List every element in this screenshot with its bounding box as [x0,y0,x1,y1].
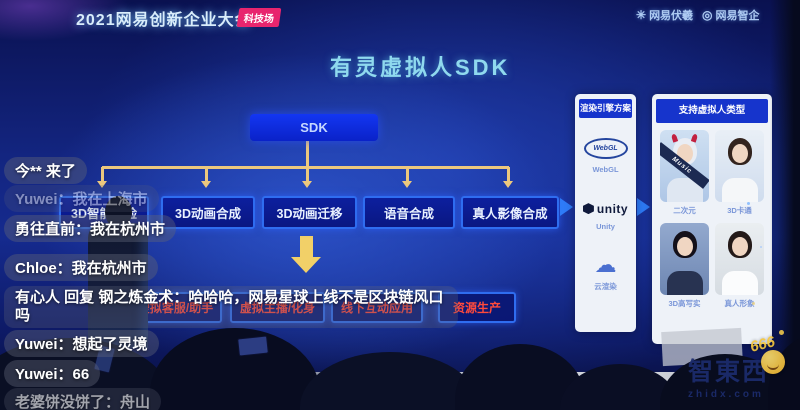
fuxi-logo-text: 网易伏羲 [649,10,694,22]
avatar-grid: Music 二次元 3D卡通 3D高写实 [652,123,772,309]
avatar-item-real-person: 真人形象 [715,222,764,309]
horn-accent-icon [670,133,679,143]
render-item-unity: unity Unity [575,202,636,231]
conference-title: 2021网易创新企业大会 [76,12,252,29]
avatar-item-anime: Music 二次元 [660,129,709,216]
presenter-body [88,223,148,348]
presenter-head [105,196,132,228]
slide-title: 有灵虚拟人SDK [330,55,511,80]
bokeh-light [752,302,755,305]
bokeh-light [779,330,784,335]
avatar-types-panel: 支持虚拟人类型 Music 二次元 3D卡通 [652,94,772,344]
render-item-cloud: ☁ 云渲染 [575,251,636,292]
presenter-silhouette [82,196,156,348]
avatar-face [676,236,693,256]
avatar-torso [721,270,758,295]
avatar-face [731,143,748,163]
chat-message: 有心人 回复 钢之炼金术：哈哈哈，网易星球上线不是区块链风口吗 [4,286,458,328]
chat-message: Yuwei：想起了灵境 [4,330,159,357]
application-box-offline-interactive: 线下互动应用 [331,292,423,323]
zhiqi-logo-text: 网易智企 [715,10,760,22]
application-box-resource-production: 资源生产 [438,292,516,323]
conference-badge: 科技场 [236,8,282,27]
connector-sdk-stem [306,140,309,167]
avatar-item-3d-realistic: 3D高写实 [660,222,709,309]
avatar-label-anime: 二次元 [673,205,696,215]
watermark-emoji-icon [761,350,786,374]
capability-box-animation-transfer: 3D动画迁移 [262,196,357,229]
right-arrow-icon-1 [560,198,573,216]
render-engine-panel: 渲染引擎方案 WebGL WebGL unity Unity ☁ 云渲染 [575,94,636,332]
down-block-arrow-shaft [300,236,313,258]
chat-message: Chloe：我在杭州市 [4,254,158,281]
connector-drop-3 [306,167,309,181]
netease-fuxi-logo: ✳网易伏羲 [636,7,693,23]
down-block-arrow-head [291,257,321,273]
unity-cube-icon [582,203,594,215]
chat-message: Yuwei：66 [4,360,101,387]
chat-message: 今** 来了 [4,157,87,184]
avatar-image-3d-cartoon [715,129,764,202]
avatar-panel-title: 支持虚拟人类型 [656,99,768,123]
arrowhead-5 [503,181,513,188]
connector-drop-2 [205,167,208,181]
zhidx-watermark: 666 智東西 zhidx.com [688,333,786,400]
avatar-image-3d-realistic [660,222,709,295]
chat-message: 老婆饼没饼了：舟山 [4,388,162,410]
avatar-item-3d-cartoon: 3D卡通 [715,129,764,216]
connector-drop-1 [101,167,104,181]
sdk-root-node: SDK [250,114,378,141]
chat-message: Yuwei：我在上海市 [4,185,159,212]
watermark-brand: 智東西 [688,359,770,386]
connector-drop-4 [406,167,409,181]
zhiqi-swirl-icon: ◎ [702,8,713,22]
unity-label: Unity [596,221,615,231]
connector-drop-5 [507,167,510,181]
avatar-label-real-person: 真人形象 [724,298,755,308]
chat-message: 勇往直前：我在杭州市 [4,215,177,242]
webgl-label: WebGL [592,164,619,174]
bokeh-light [747,202,750,205]
avatar-image-anime: Music [660,129,709,202]
unity-logo-icon: unity [575,202,636,216]
cloud-render-label: 云渲染 [594,281,617,291]
webgl-logo-icon: WebGL [583,137,628,159]
avatar-image-real-person [715,222,764,295]
avatar-label-3d-cartoon: 3D卡通 [727,205,752,215]
cloud-render-icon: ☁ [594,251,617,277]
capability-box-animation-synthesis: 3D动画合成 [161,196,255,229]
avatar-label-3d-realistic: 3D高写实 [668,298,701,308]
fuxi-knot-icon: ✳ [636,8,647,22]
audience-phone [237,335,269,357]
watermark-domain: zhidx.com [688,389,764,400]
avatar-torso [666,270,703,295]
right-arrow-icon-2 [637,198,650,216]
capability-box-speech-synthesis: 语音合成 [363,196,455,229]
avatar-torso [721,177,758,202]
arrowhead-2 [201,181,211,188]
horn-accent-icon [690,133,699,143]
connector-horizontal [102,166,509,169]
arrowhead-3 [302,181,312,188]
avatar-face [731,236,748,256]
arrowhead-4 [402,181,412,188]
render-item-webgl: WebGL WebGL [575,137,636,174]
capability-box-real-person-video: 真人影像合成 [461,196,559,229]
application-box-virtual-anchor: 虚拟主播/化身 [230,292,325,323]
arrowhead-1 [97,181,107,188]
bokeh-light [760,246,762,248]
render-panel-title: 渲染引擎方案 [579,99,632,118]
netease-zhiqi-logo: ◎网易智企 [702,7,759,23]
